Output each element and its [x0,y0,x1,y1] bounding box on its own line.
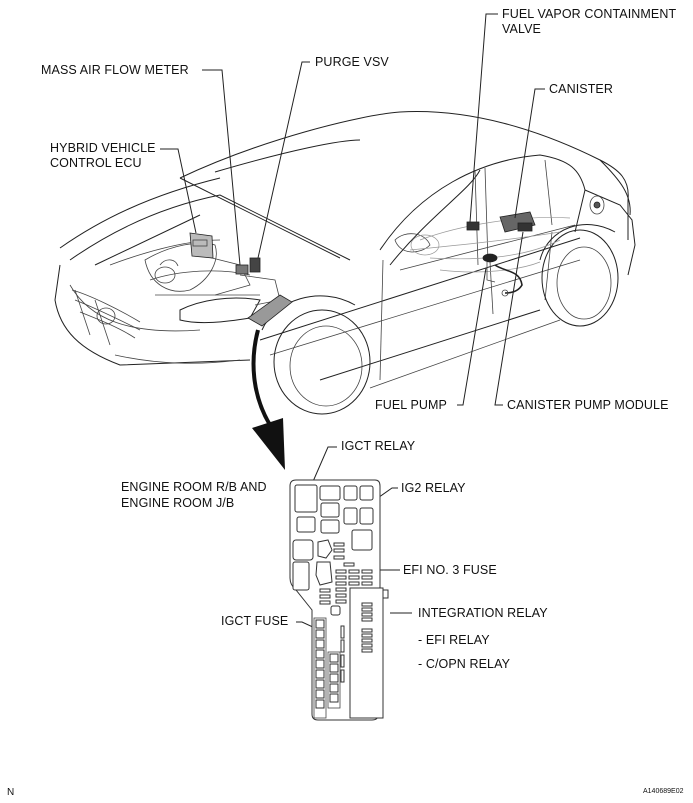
label-efi-no3-fuse: EFI NO. 3 FUSE [403,563,497,577]
label-c-opn-relay: - C/OPN RELAY [418,657,511,671]
pointer-arrow [251,329,285,470]
label-ig2-relay: IG2 RELAY [401,481,466,495]
corner-mark: N [7,787,15,798]
label-canister-pump-module: CANISTER PUMP MODULE [507,398,669,412]
label-engine-room-rb-jb: ENGINE ROOM R/B AND [121,480,267,494]
label-hybrid-vehicle-control-ecu: HYBRID VEHICLE [50,141,156,155]
label-fuel-vapor-containment-valve: FUEL VAPOR CONTAINMENT [502,7,677,21]
label-fuel-pump: FUEL PUMP [375,398,447,412]
car-illustration [54,111,636,415]
label-igct-fuse: IGCT FUSE [221,614,289,628]
figure-id: A140689E02 [643,788,684,795]
label-igct-relay: IGCT RELAY [341,439,416,453]
fuse-box [289,479,389,721]
label-integration-relay: INTEGRATION RELAY [418,606,548,620]
label-purge-vsv: PURGE VSV [315,55,389,69]
label-efi-relay: - EFI RELAY [418,633,490,647]
leader-lines [160,13,545,641]
label-fuel-vapor-containment-valve-line2: VALVE [502,22,541,36]
label-engine-room-rb-jb-line2: ENGINE ROOM J/B [121,496,235,510]
label-canister: CANISTER [549,82,614,96]
fuse-row [319,542,373,605]
label-mass-air-flow-meter: MASS AIR FLOW METER [41,63,189,77]
label-hybrid-vehicle-control-ecu-line2: CONTROL ECU [50,156,142,170]
